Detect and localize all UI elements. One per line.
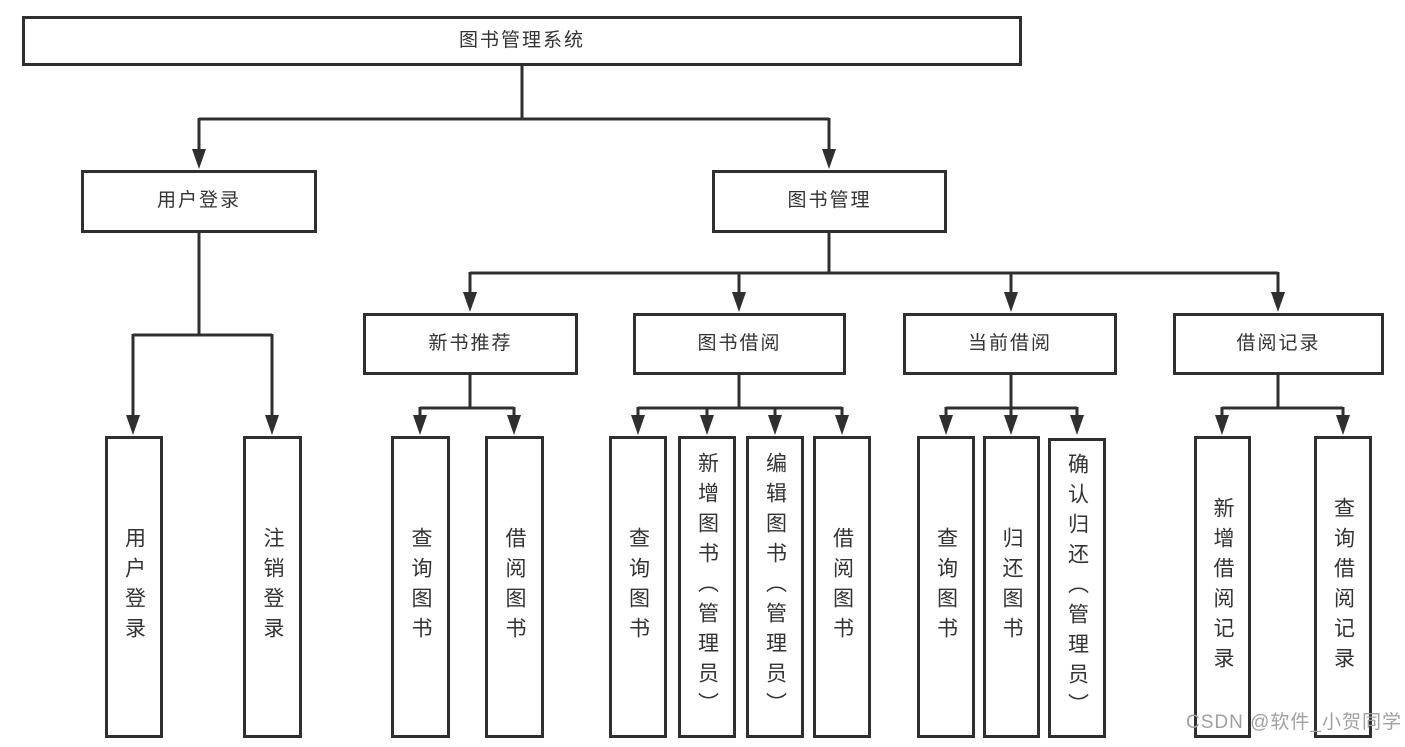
leaf-borrow-edit-books-admin: 编辑图书（管理员） <box>746 436 804 738</box>
leaf-borrow-query-books: 查询图书 <box>609 436 667 738</box>
node-new-book-recommend: 新书推荐 <box>363 313 578 375</box>
leaf-borrow-borrow-books: 借阅图书 <box>813 436 871 738</box>
arrowheads <box>126 149 1350 435</box>
leaf-newbook-query-books: 查询图书 <box>391 436 450 738</box>
leaf-current-confirm-return-admin: 确认归还（管理员） <box>1048 438 1106 738</box>
leaf-current-query-books: 查询图书 <box>917 436 975 738</box>
node-current-borrow: 当前借阅 <box>903 313 1117 375</box>
leaf-user-login: 用户登录 <box>105 436 163 738</box>
leaf-newbook-borrow-books: 借阅图书 <box>485 436 544 738</box>
leaf-records-query-record: 查询借阅记录 <box>1314 436 1372 738</box>
leaf-borrow-add-books-admin: 新增图书（管理员） <box>678 436 736 738</box>
node-user-login: 用户登录 <box>81 170 317 233</box>
node-book-management: 图书管理 <box>712 170 947 233</box>
leaf-current-return-books: 归还图书 <box>983 436 1040 738</box>
node-root-system: 图书管理系统 <box>22 16 1022 66</box>
csdn-watermark: CSDN @软件_小贺同学 <box>1186 712 1402 733</box>
node-borrow-records: 借阅记录 <box>1173 313 1384 375</box>
leaf-records-add-record: 新增借阅记录 <box>1194 436 1251 738</box>
leaf-logout: 注销登录 <box>243 436 302 738</box>
node-book-borrow: 图书借阅 <box>633 313 846 375</box>
